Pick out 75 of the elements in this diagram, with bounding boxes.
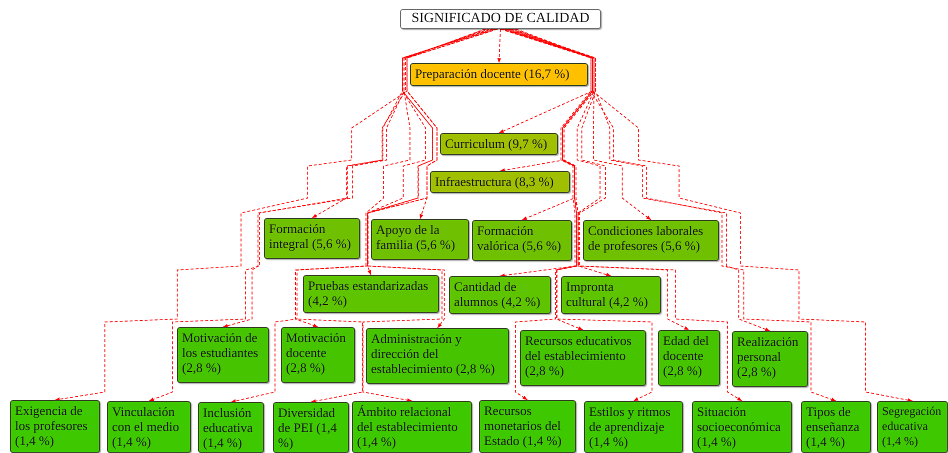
category-box xyxy=(303,275,439,313)
node-label: Motivación de los estudiantes (2,8 %) xyxy=(182,330,260,375)
node-label: Edad del docente (2,8 %) xyxy=(663,333,710,378)
arrow xyxy=(503,28,593,330)
node-label: Motivación docente (2,8 %) xyxy=(286,330,347,375)
arrow xyxy=(367,28,496,276)
category-box xyxy=(658,330,720,386)
arrow xyxy=(295,28,494,328)
arrow xyxy=(362,28,498,402)
category-box xyxy=(479,400,576,453)
category-box xyxy=(198,402,264,453)
category-box xyxy=(692,401,792,453)
node-label: Formación valórica (5,6 %) xyxy=(477,223,562,253)
category-box xyxy=(177,327,269,383)
category-box xyxy=(371,219,469,260)
arrow xyxy=(514,28,836,402)
node-label: Apoyo de la familia (5,6 %) xyxy=(376,222,456,252)
arrow xyxy=(222,28,490,328)
node-label: SIGNIFICADO DE CALIDAD xyxy=(410,11,591,26)
category-box xyxy=(440,133,558,155)
arrow xyxy=(148,28,487,402)
title-box xyxy=(400,9,601,29)
category-box xyxy=(583,220,719,261)
node-label: Inclusión educativa (1,4 %) xyxy=(203,405,254,450)
category-box xyxy=(264,218,360,259)
arrow xyxy=(230,28,490,403)
category-box xyxy=(273,402,349,453)
node-label: Cantidad de alumnos (4,2 %) xyxy=(454,279,542,309)
category-box xyxy=(430,171,570,193)
node-label: Recursos monetarios del Estado (1,4 %) xyxy=(484,403,563,448)
node-label: Vinculación con el medio (1,4 %) xyxy=(112,404,180,449)
node-label: Impronta cultural (4,2 %) xyxy=(566,279,649,309)
node-label: Exigencia de los profesores (1,4 %) xyxy=(15,403,89,448)
arrow xyxy=(510,28,742,402)
node-label: Condiciones laborales de profesores (5,6 %) xyxy=(588,223,704,253)
arrow xyxy=(504,28,612,276)
category-box xyxy=(520,330,646,386)
category-box xyxy=(561,276,661,314)
arrow xyxy=(500,28,592,278)
arrow xyxy=(516,28,913,402)
node-label: Administración y dirección del establecimiento (2,8 %) xyxy=(371,331,496,376)
node-label: Situación socioeconómica (1,4 %) xyxy=(697,404,782,449)
arrow xyxy=(510,28,770,332)
node-label: Segregación educativa (1,4 %) xyxy=(882,404,942,449)
arrow xyxy=(295,28,494,403)
node-label: Pruebas estandarizadas (4,2 %) xyxy=(308,278,430,308)
category-box xyxy=(10,400,100,453)
arrow xyxy=(505,28,652,402)
category-box xyxy=(366,328,509,384)
category-box xyxy=(352,401,472,453)
node-label: Curriculum (9,7 %) xyxy=(445,136,548,151)
arrow xyxy=(368,28,498,328)
node-label: Estilos y ritmos de aprendizaje (1,4 %) xyxy=(589,404,672,449)
node-label: Tipos de enseñanza (1,4 %) xyxy=(806,404,860,449)
node-label: Realización personal (2,8 %) xyxy=(737,334,800,379)
arrow xyxy=(506,28,652,220)
category-box xyxy=(801,401,871,453)
category-box xyxy=(472,220,572,261)
node-label: Formación integral (5,6 %) xyxy=(269,221,352,251)
arrow xyxy=(501,28,593,400)
category-box xyxy=(584,401,683,453)
arrow xyxy=(54,28,486,402)
node-label: Diversidad de PEI (1,4 %) xyxy=(278,405,338,450)
category-box xyxy=(281,327,355,383)
node-label: Recursos educativos del establecimiento (2,8 %) xyxy=(525,333,633,378)
category-box xyxy=(732,331,808,387)
category-box xyxy=(107,401,191,453)
arrow xyxy=(497,28,502,64)
node-label: Infraestructura (8,3 %) xyxy=(435,174,555,189)
category-box xyxy=(410,63,588,86)
node-label: Ámbito relacional del establecimiento (1,4 %) xyxy=(357,404,459,449)
category-box xyxy=(449,276,551,314)
arrow xyxy=(508,28,690,330)
node-label: Preparación docente (16,7 %) xyxy=(415,66,570,81)
category-box xyxy=(877,401,948,453)
